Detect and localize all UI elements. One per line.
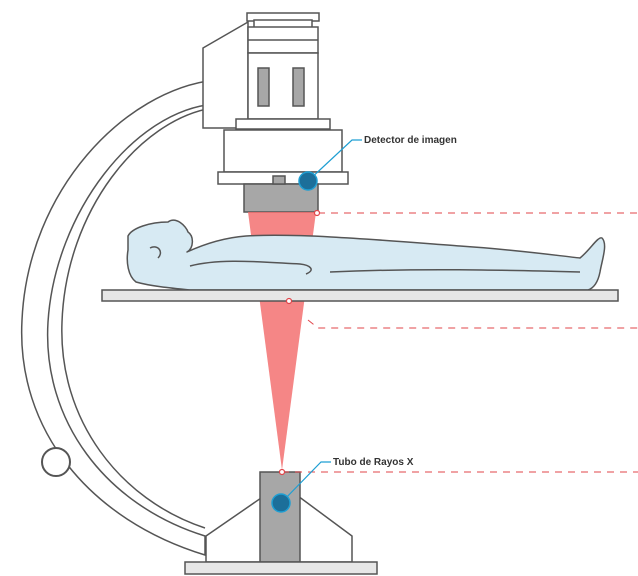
detector-slot-left <box>257 67 270 107</box>
patient-leg <box>329 268 581 273</box>
patient-ear <box>149 246 162 259</box>
detector-collar <box>235 118 331 130</box>
patient <box>126 219 606 291</box>
c-arm-outer <box>20 79 216 557</box>
guide-dot-tube <box>278 468 286 476</box>
patient-table <box>101 289 619 302</box>
tube-floor-plate <box>184 561 378 575</box>
detector-plate-tab <box>272 175 286 185</box>
callout-detector-marker <box>298 171 318 191</box>
callout-tube-marker <box>271 493 291 513</box>
detector-slot-right <box>292 67 305 107</box>
detector-assembly <box>202 12 349 213</box>
c-arm-pivot <box>41 447 71 477</box>
detector-arm-bracket <box>202 20 249 129</box>
callout-detector: Detector de imagen <box>298 135 457 191</box>
guide-dot-table <box>285 297 293 305</box>
patient-arm <box>189 260 312 275</box>
callout-tube-label: Tubo de Rayos X <box>333 457 414 468</box>
guide-lines <box>282 212 638 473</box>
callout-tube-leader <box>280 461 331 504</box>
tube-column <box>259 471 301 563</box>
tube-assembly <box>184 471 378 575</box>
callout-detector-label: Detector de imagen <box>364 135 457 146</box>
guide-dots <box>278 209 321 476</box>
callout-detector-leader <box>307 139 362 182</box>
c-arm <box>20 79 216 557</box>
patient-body <box>126 219 606 291</box>
guide-dot-detector <box>313 209 321 217</box>
c-arm-inner-band <box>61 107 213 529</box>
guide-line-table <box>307 319 638 329</box>
callout-tube: Tubo de Rayos X <box>271 457 414 513</box>
